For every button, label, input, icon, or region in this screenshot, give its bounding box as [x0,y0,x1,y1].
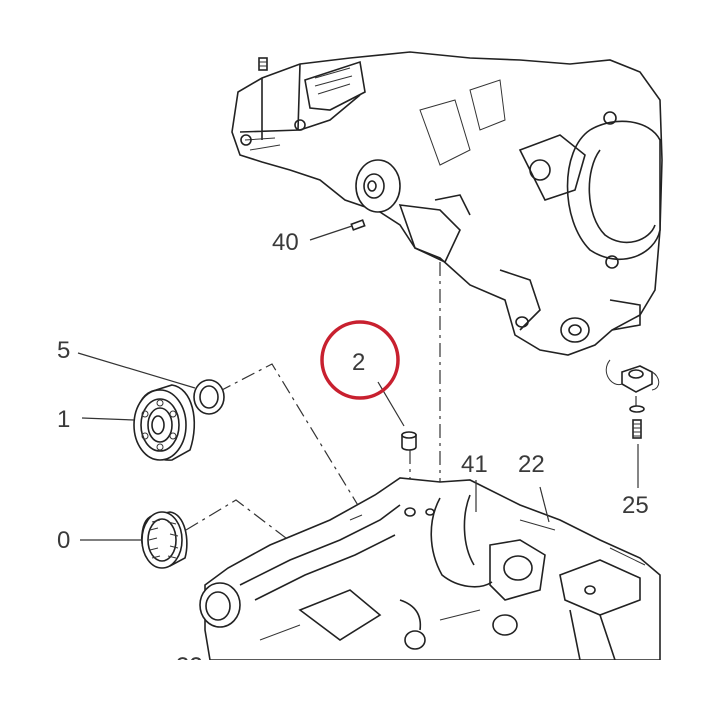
label-part-2: 2 [352,349,365,376]
label-part-22: 22 [518,451,545,478]
seal-ring-5 [193,379,225,415]
ball-bearing-1 [133,384,196,461]
label-part-25: 25 [622,492,649,519]
label-part-1: 1 [57,406,70,433]
label-part-5: 5 [57,337,70,364]
upper-crankcase [231,51,663,356]
highlight-circle [320,320,400,400]
bolt-25 [605,359,660,439]
label-part-41: 41 [461,451,488,478]
lower-crankcase [199,477,661,661]
dowel-sleeve-2 [401,431,417,451]
label-part-40: 40 [272,229,299,256]
needle-bearing-0 [141,511,188,569]
dowel-pin-40 [350,219,366,231]
label-part-0: 0 [57,527,70,554]
label-part-32-cut: 32 [176,653,203,680]
